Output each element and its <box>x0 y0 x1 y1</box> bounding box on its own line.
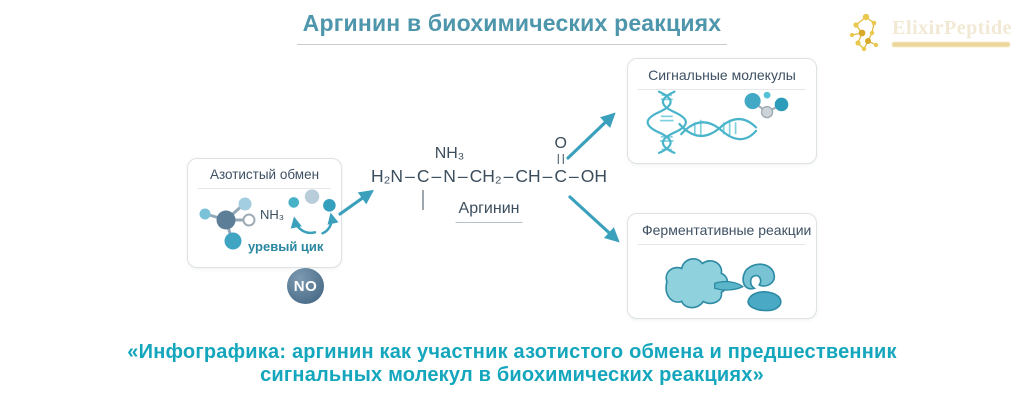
arrow-nitrogen-to-arginine <box>338 189 375 216</box>
signal-card-body <box>628 90 816 161</box>
nitrogen-exchange-card: Азотистый обмен NH₃ <box>187 158 342 268</box>
single-bond-below <box>422 190 424 211</box>
bond: – <box>569 166 579 186</box>
formula-n: N NH₃ <box>435 145 465 187</box>
atom-n: N <box>443 166 456 186</box>
formula-h2n: H₂N <box>371 166 404 186</box>
arginine-formula: H₂N – C – N NH₃ – CH₂ – CH – C O – OH Ар… <box>371 136 608 223</box>
formula-ch2: CH₂ <box>469 166 502 186</box>
formula-carboxyl-c: C O <box>554 136 568 187</box>
urea-cycle-icon <box>288 189 339 235</box>
enzyme-card-body <box>628 245 816 316</box>
enzymatic-reactions-card: Ферментативные реакции <box>627 213 817 319</box>
bond: – <box>431 166 442 186</box>
caption-line-1: «Инфографика: аргинин как участник азоти… <box>127 341 897 363</box>
logo-name: ElixirPeptide <box>892 17 1012 39</box>
formula-ch: CH <box>515 166 541 186</box>
oxygen-label: O <box>554 135 567 152</box>
arrow-arginine-to-signal <box>566 112 616 160</box>
signal-card-title: Сигнальные молекулы <box>638 59 806 90</box>
no-molecule-badge: NO <box>287 268 324 304</box>
logo-tagline-bar <box>892 42 1011 47</box>
molecule-network-icon <box>850 13 879 52</box>
dna-helix-icon <box>646 90 789 155</box>
enzyme-card-title: Ферментативные реакции <box>638 214 811 245</box>
enzyme-blobs-icon <box>665 258 782 312</box>
logo-text-block: ElixirPeptide <box>892 10 1012 47</box>
bond: – <box>503 166 514 186</box>
page-title: Аргинин в биохимических реакциях <box>296 10 728 45</box>
atom-c: C <box>416 166 430 186</box>
nitrogen-card-body: NH₃ уревый цик <box>188 189 341 264</box>
atom-c: C <box>554 166 568 186</box>
formula-c1: C <box>416 166 430 210</box>
bond: – <box>542 166 553 186</box>
nh3-label: NH₃ <box>260 207 285 222</box>
ammonia-molecule-icon <box>199 197 256 250</box>
urea-cycle-label: уревый цик <box>248 239 324 254</box>
caption: «Инфографика: аргинин как участник азоти… <box>0 341 1024 387</box>
double-bond <box>557 154 564 164</box>
nitrogen-card-title: Азотистый обмен <box>198 159 331 189</box>
formula-oh: OH <box>580 166 608 186</box>
amine-group-label: NH₃ <box>434 145 465 162</box>
signal-molecules-card: Сигнальные молекулы <box>627 58 817 164</box>
arrow-arginine-to-enzyme <box>568 195 620 243</box>
caption-line-2: сигнальных молекул в биохимических реакц… <box>260 363 764 386</box>
bond: – <box>405 166 415 186</box>
carboxyl-oxygen-group: O <box>554 135 567 164</box>
arginine-label: Аргинин <box>455 200 523 223</box>
bond: – <box>457 166 468 186</box>
brand-logo: ElixirPeptide <box>846 10 1012 54</box>
header: Аргинин в биохимических реакциях <box>0 10 1024 45</box>
